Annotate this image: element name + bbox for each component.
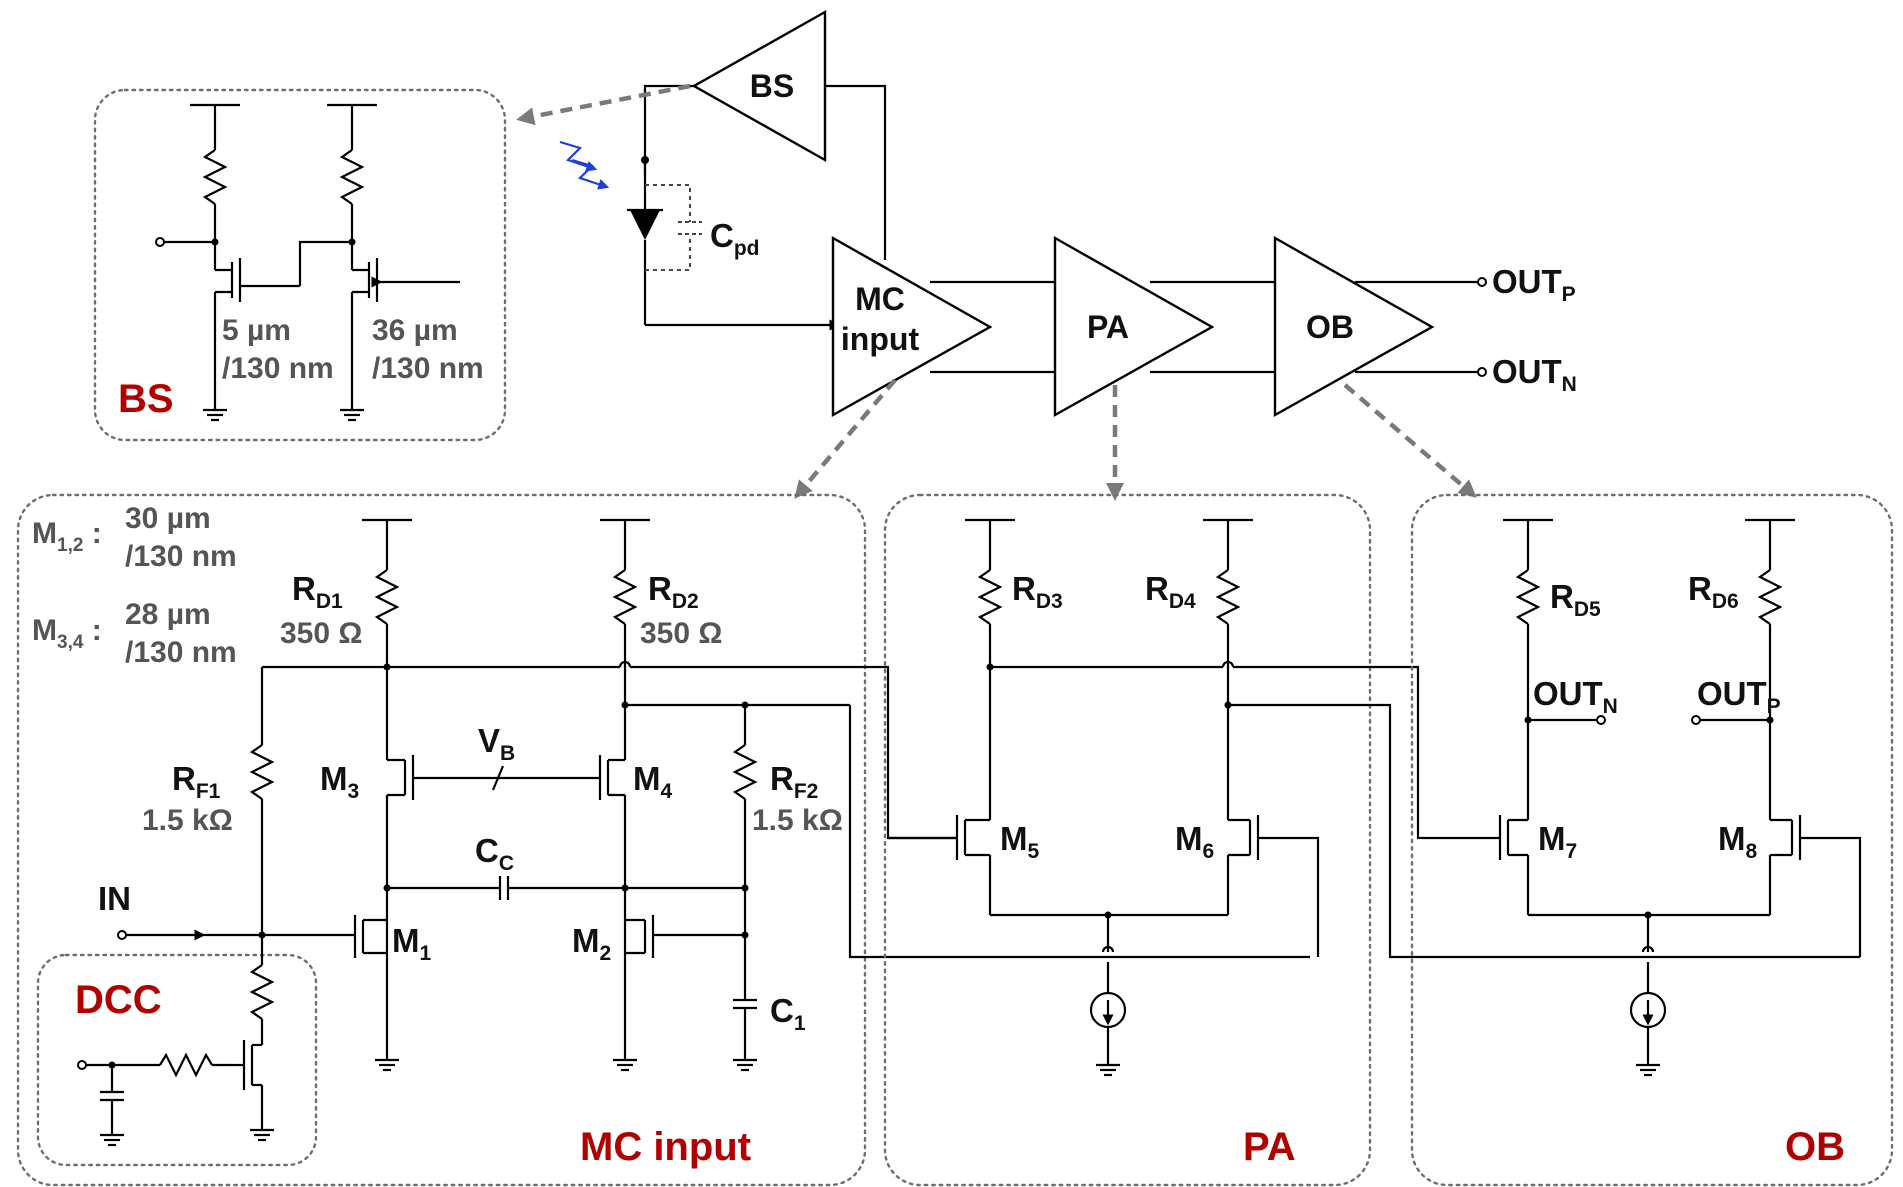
m5-label: M5 [1000,820,1040,863]
m7-label: M7 [1538,820,1577,863]
m12-size2: /130 nm [125,540,237,573]
light-arrow-icon [559,140,598,172]
bs-block-label: BS [750,68,794,104]
outp-label: OUTP [1492,263,1576,306]
bs-feedback-wire [643,84,694,175]
m34-size2: /130 nm [125,636,237,669]
mc-detail-panel: M1,2 : 30 µm /130 nm M3,4 : 28 µm /130 n… [16,493,1310,1187]
ob-detail-panel: RD5 RD6 OUTN OUTP M7 M8 [1410,493,1894,1187]
ob-block-label: OB [1306,309,1354,345]
bs-size2-line1: 36 µm [372,314,458,347]
m6-label: M6 [1175,820,1214,863]
pa-detail-panel: RD3 RD4 M5 M6 [883,493,1860,1187]
outn-label: OUTN [1492,353,1577,396]
m8-label: M8 [1718,820,1758,863]
mc-panel-title: MC input [580,1125,751,1169]
rf1-value: 1.5 kΩ [142,804,233,837]
rd4-label: RD4 [1145,570,1196,613]
m3-label: M3 [320,760,359,803]
rd2-value: 350 Ω [640,617,722,650]
dcc-title: DCC [75,978,162,1022]
bs-size1-line1: 5 µm [222,314,291,347]
mc-block-label-1: MC [855,281,905,317]
ob-outp-label: OUTP [1697,675,1781,718]
rf2-label: RF2 [770,760,818,803]
rd2-label: RD2 [648,570,699,613]
photodiode: Cpd [559,140,841,331]
rd3-label: RD3 [1012,570,1063,613]
rd1-label: RD1 [292,570,343,613]
m12-size1: 30 µm [125,502,211,535]
pa-block [1053,235,1215,418]
bs-to-mc-wire [825,84,887,260]
ob-outn-label: OUTN [1533,675,1618,718]
bs-panel-title: BS [118,377,174,421]
rd1-value: 350 Ω [280,617,362,650]
m12-label: M1,2 : [32,517,102,556]
pa-panel-title: PA [1243,1125,1296,1169]
ob-block [1273,235,1435,418]
m34-label: M3,4 : [32,614,102,653]
m1-label: M1 [392,922,432,965]
m2-label: M2 [572,922,611,965]
cpd-label: Cpd [710,217,760,260]
ob-panel-title: OB [1785,1125,1845,1169]
rd6-label: RD6 [1688,570,1739,613]
bs-detail-panel: 5 µm /130 nm 36 µm /130 nm BS [93,88,507,442]
rf1-label: RF1 [172,760,221,803]
mc-input-block [831,235,993,418]
rd5-label: RD5 [1550,578,1601,621]
pa-block-label: PA [1087,309,1129,345]
cc-label: CC [475,832,514,875]
bs-size1-line2: /130 nm [222,352,334,385]
vb-label: VB [478,722,515,765]
m34-size1: 28 µm [125,598,211,631]
rf2-value: 1.5 kΩ [752,804,843,837]
in-label: IN [98,880,131,917]
mc-block-label-2: input [841,321,920,357]
m4-label: M4 [633,760,673,803]
bs-size2-line2: /130 nm [372,352,484,385]
top-chain: BS Cpd MC input PA [516,9,1577,501]
light-arrow-icon [571,158,610,190]
c1-label: C1 [770,992,806,1035]
